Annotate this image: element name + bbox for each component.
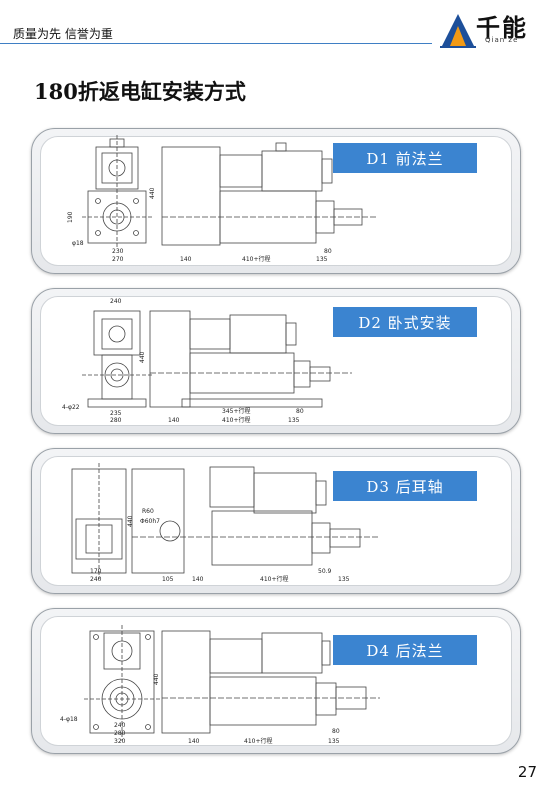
- dim-d3-c: 135: [338, 576, 350, 583]
- dim-d3-a: 105: [162, 576, 174, 583]
- badge-d1: D1 前法兰: [333, 143, 477, 173]
- dim-d4-hole: 4-φ18: [60, 716, 78, 723]
- dim-d2-b: 135: [288, 417, 300, 424]
- header-divider: [0, 43, 432, 44]
- dim-d2-total-height: 440: [139, 351, 146, 363]
- drawing-d1: 230 270 φ18 190 140 410+行程 135 80 440: [67, 135, 377, 263]
- page-number: 27: [517, 763, 537, 781]
- dim-d2-hole: 4-φ22: [62, 404, 80, 411]
- dim-d3-stroke: 410+行程: [260, 575, 288, 583]
- dim-d1-total-height: 440: [149, 187, 156, 199]
- mount-panel-d4: 240 280 320 4-φ18 140 410+行程 135 80 440 …: [31, 608, 521, 754]
- dim-d2-c: 80: [296, 408, 304, 415]
- dim-d4-b: 135: [328, 738, 340, 745]
- page-title: 180折返电缸安装方式: [34, 79, 246, 104]
- dim-d4-width: 280: [114, 730, 126, 737]
- dim-d1-hole: φ18: [72, 240, 84, 247]
- dim-d2-a: 140: [168, 417, 180, 424]
- mount-panel-d1: 230 270 φ18 190 140 410+行程 135 80 440 D1…: [31, 128, 521, 274]
- dim-d3-pin: Φ60h7: [140, 518, 160, 525]
- dim-d1-b: 135: [316, 256, 328, 263]
- badge-d2: D2 卧式安装: [333, 307, 477, 337]
- drawing-d4: 240 280 320 4-φ18 140 410+行程 135 80 440: [60, 625, 380, 745]
- dim-d4-overall: 320: [114, 738, 126, 745]
- dim-d2-top: 240: [110, 298, 122, 305]
- dim-d2-stroke: 410+行程: [222, 416, 250, 424]
- dim-d1-width: 230: [112, 248, 124, 255]
- drawing-d3: 170 240 R60 Φ60h7 105 140 410+行程 135 50.…: [71, 463, 378, 583]
- dim-d3-total-height: 440: [127, 515, 134, 527]
- brand-logo: [440, 14, 476, 48]
- dim-d4-a: 140: [188, 738, 200, 745]
- header-tagline: 质量为先 信誉为重: [13, 27, 113, 41]
- mount-panel-d2: 240 235 280 4-φ22 140 345+行程 410+行程 135 …: [31, 288, 521, 434]
- dim-d4-c: 80: [332, 728, 340, 735]
- dim-d3-inner: 170: [90, 568, 102, 575]
- dim-d3-width: 240: [90, 576, 102, 583]
- dim-d1-height: 190: [67, 211, 74, 223]
- dim-d1-overall: 270: [112, 256, 124, 263]
- dim-d2-overall: 280: [110, 417, 122, 424]
- dim-d4-inner: 240: [114, 722, 126, 729]
- drawing-d2: 240 235 280 4-φ22 140 345+行程 410+行程 135 …: [62, 298, 352, 424]
- brand-logo-subtext: Qian ze: [485, 36, 519, 44]
- dim-d3-radius: R60: [142, 508, 154, 515]
- dim-d1-stroke: 410+行程: [242, 255, 270, 263]
- dim-d3-d: 50.9: [318, 568, 332, 575]
- dim-d2-stroke-short: 345+行程: [222, 407, 250, 415]
- dim-d4-stroke: 410+行程: [244, 737, 272, 745]
- badge-d4: D4 后法兰: [333, 635, 477, 665]
- brand-logo-text: 千能: [476, 13, 528, 42]
- dim-d1-a: 140: [180, 256, 192, 263]
- dim-d3-b: 140: [192, 576, 204, 583]
- mount-panel-d3: 170 240 R60 Φ60h7 105 140 410+行程 135 50.…: [31, 448, 521, 594]
- dim-d2-width: 235: [110, 410, 122, 417]
- badge-d3: D3 后耳轴: [333, 471, 477, 501]
- dim-d4-total-height: 440: [153, 673, 160, 685]
- dim-d1-c: 80: [324, 248, 332, 255]
